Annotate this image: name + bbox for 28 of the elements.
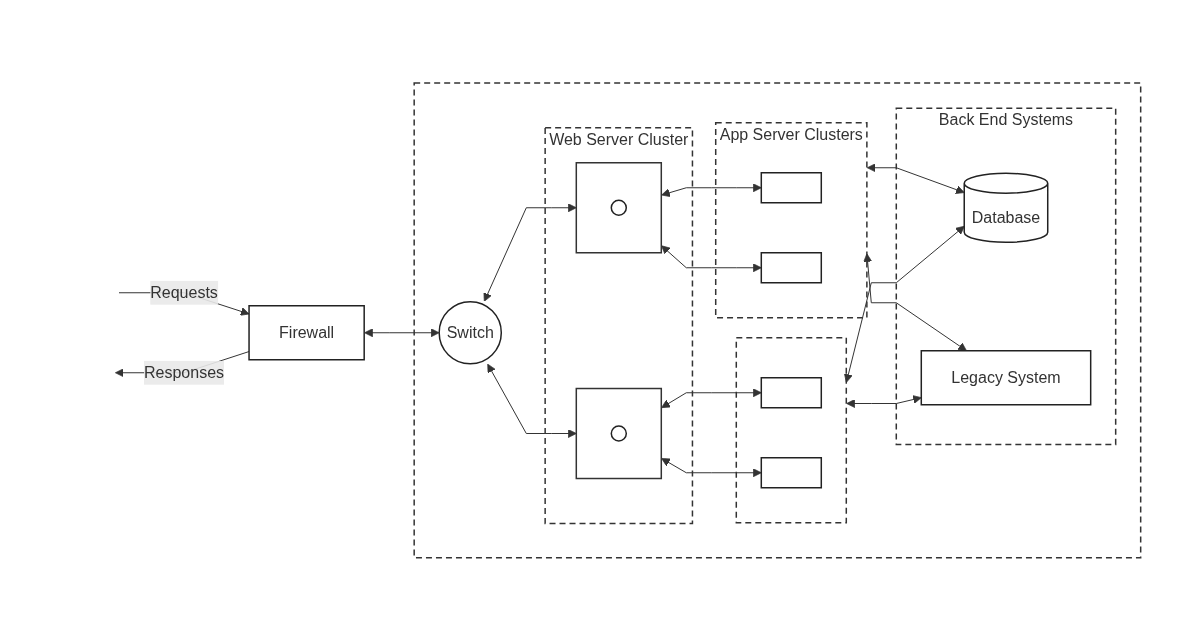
node-box <box>760 457 823 489</box>
node-circle: Switch <box>438 301 503 365</box>
node-box: Firewall <box>248 305 366 361</box>
cluster: Web Server Cluster <box>544 127 694 525</box>
arrow <box>364 328 440 338</box>
node-box <box>760 252 823 284</box>
arrow <box>844 226 965 383</box>
cluster <box>575 162 663 254</box>
arrow <box>487 363 577 439</box>
edge-label: Requests <box>150 283 218 301</box>
arrow <box>483 203 577 302</box>
arrow <box>661 458 762 478</box>
arrow <box>846 395 922 409</box>
arrow <box>661 183 762 198</box>
node-box <box>760 172 823 204</box>
arrow <box>661 388 762 409</box>
node-box <box>760 377 823 409</box>
arrow <box>863 253 968 352</box>
node-circle <box>610 425 628 442</box>
arrow <box>867 163 965 195</box>
cluster: App Server Clusters <box>715 122 868 319</box>
cluster <box>735 337 848 524</box>
edge-label: Responses <box>144 363 225 381</box>
arrow <box>661 245 762 273</box>
cluster <box>413 82 1142 559</box>
node-box: Legacy System <box>920 350 1092 406</box>
cluster <box>575 387 663 480</box>
node-circle <box>610 199 628 217</box>
